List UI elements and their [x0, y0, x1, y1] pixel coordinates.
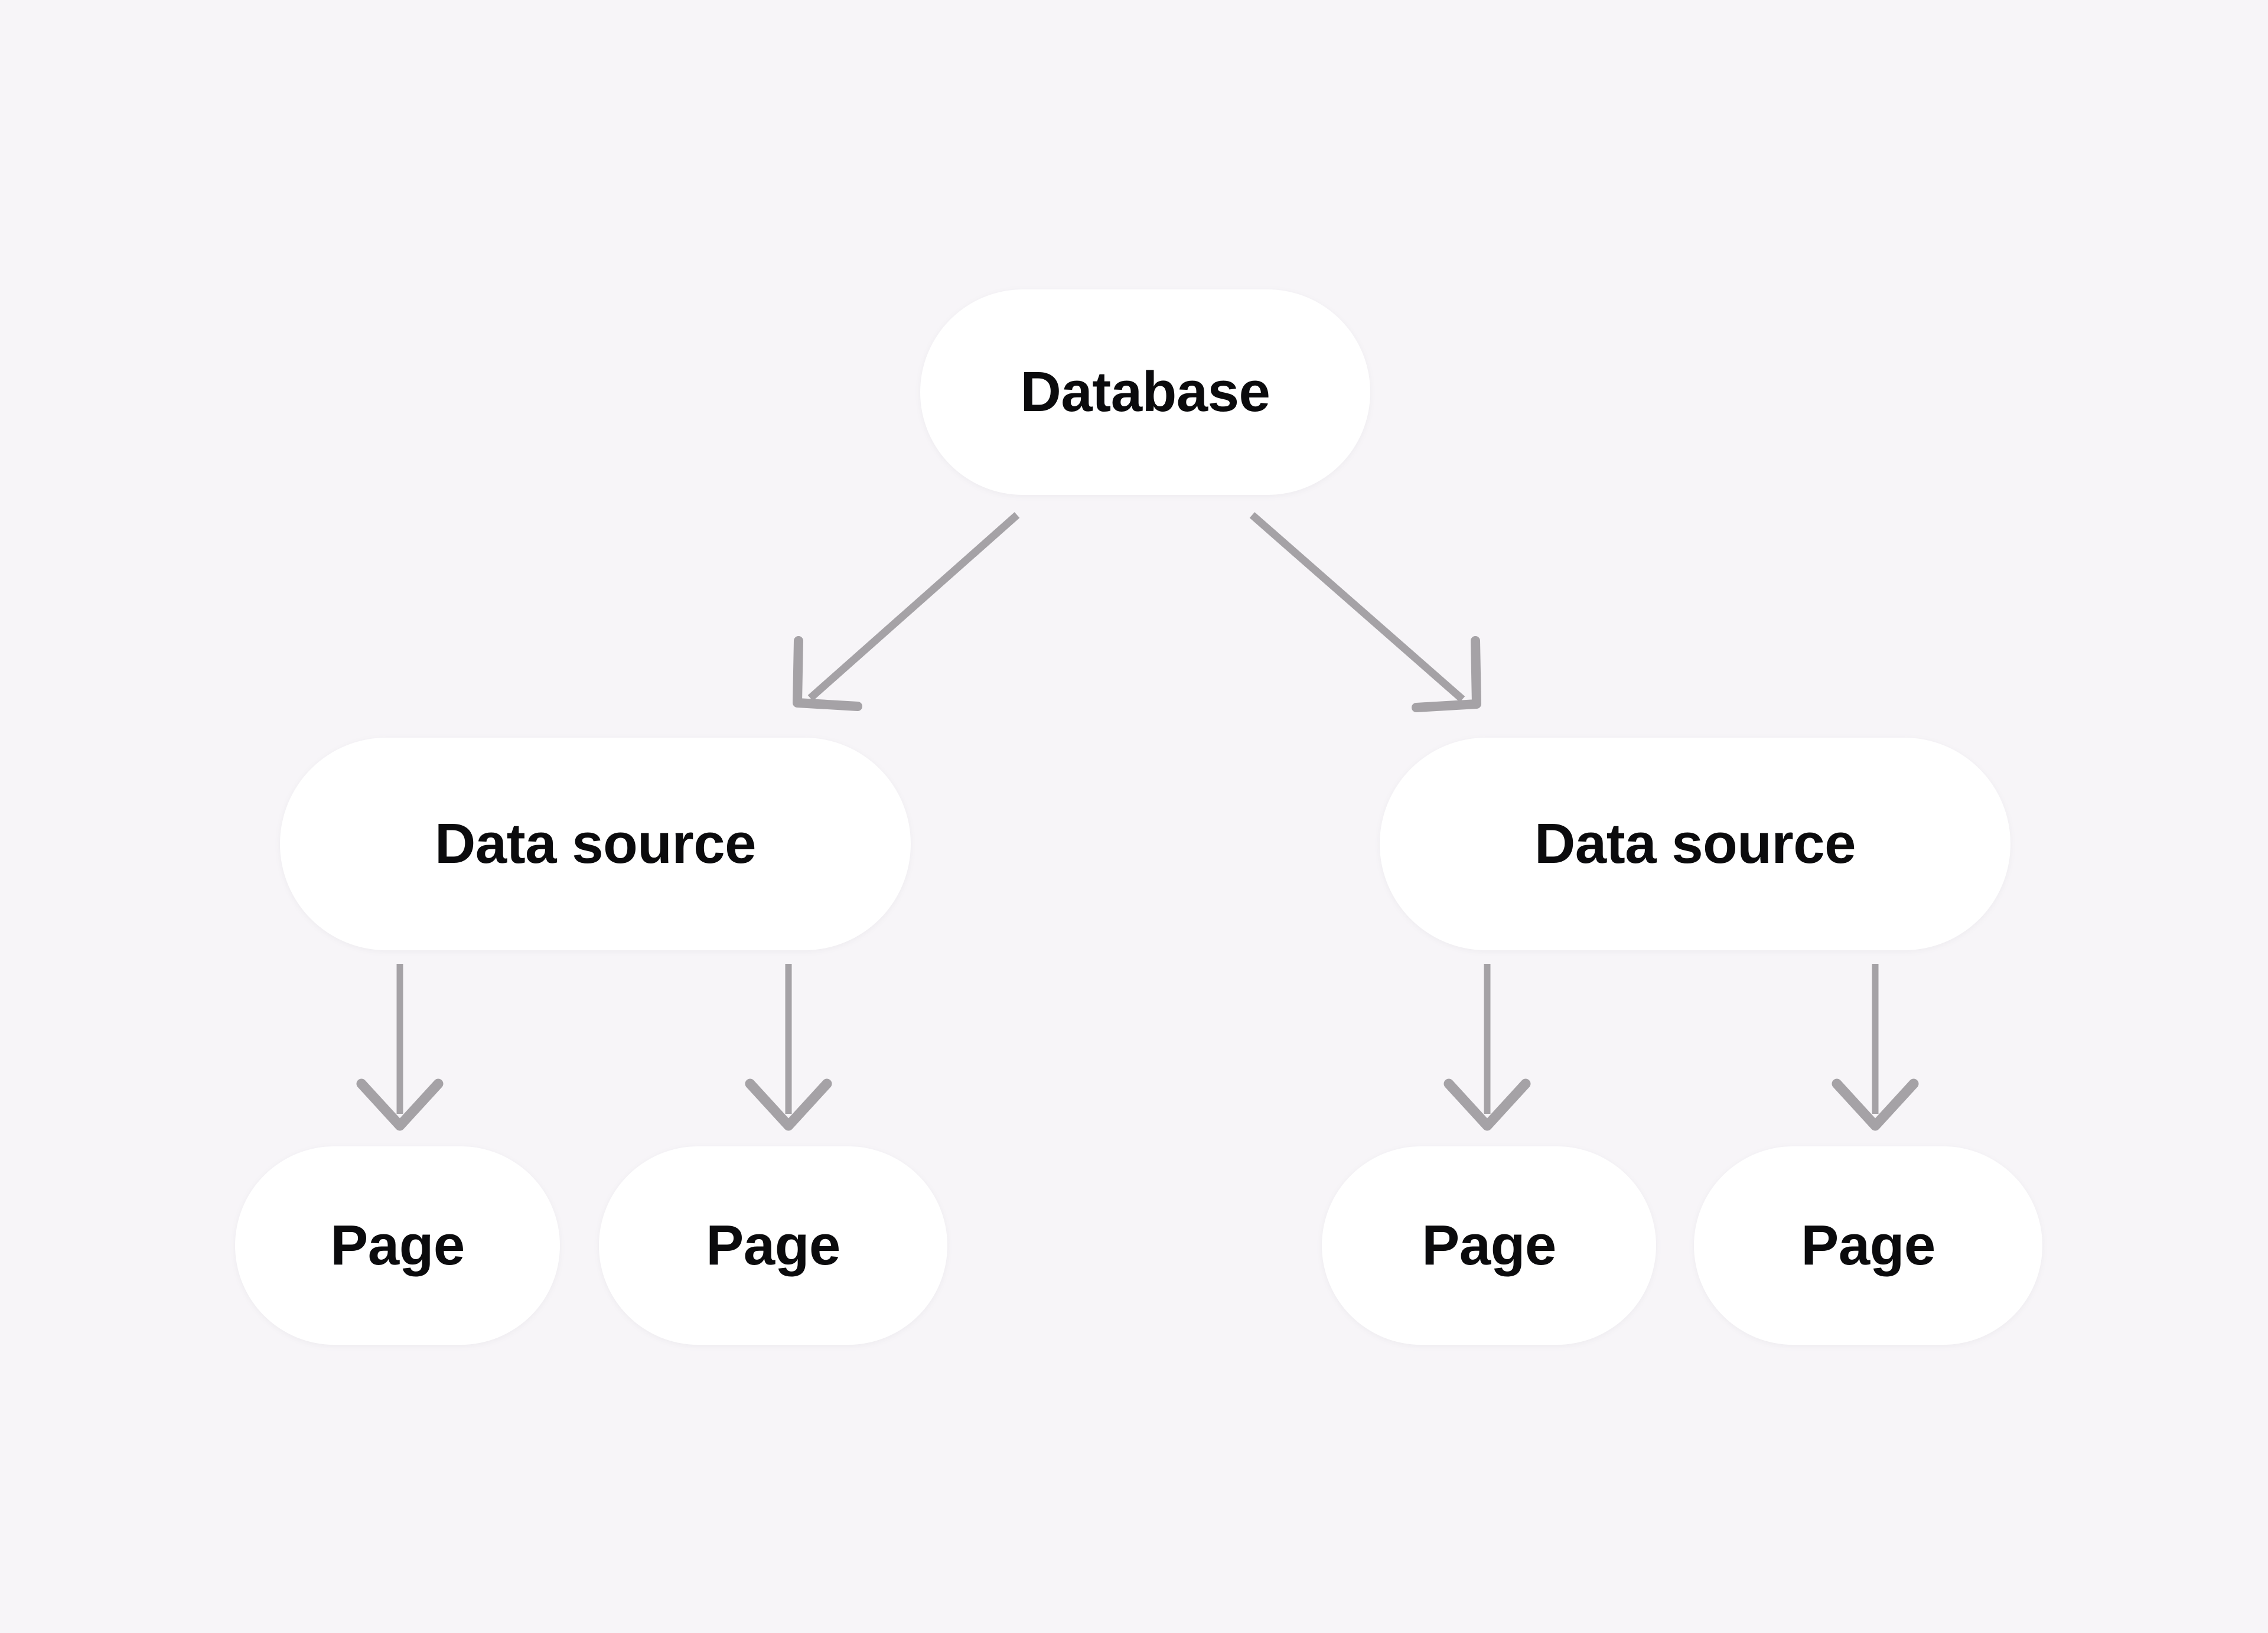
node-page-3[interactable]: Page	[1322, 1146, 1656, 1345]
node-page-4-label: Page	[1801, 1214, 1935, 1277]
node-page-1[interactable]: Page	[235, 1146, 560, 1345]
edge-database-to-datasource-right	[1249, 512, 1481, 712]
node-datasource-right-label: Data source	[1534, 812, 1856, 875]
node-page-2-label: Page	[706, 1214, 840, 1277]
edge-datasource-left-to-page-2	[745, 964, 832, 1131]
node-datasource-left[interactable]: Data source	[280, 738, 911, 950]
node-page-1-label: Page	[330, 1214, 465, 1277]
node-page-3-label: Page	[1422, 1214, 1556, 1277]
node-datasource-right[interactable]: Data source	[1380, 738, 2010, 950]
node-database[interactable]: Database	[920, 289, 1370, 495]
edge-datasource-left-to-page-1	[356, 964, 444, 1131]
node-page-2[interactable]: Page	[599, 1146, 947, 1345]
edge-database-to-datasource-left	[793, 512, 1020, 711]
node-database-label: Database	[1020, 360, 1270, 423]
node-datasource-left-label: Data source	[434, 812, 757, 875]
edge-datasource-right-to-page-3	[1443, 964, 1531, 1131]
node-page-4[interactable]: Page	[1694, 1146, 2042, 1345]
edge-datasource-right-to-page-4	[1832, 964, 1919, 1131]
